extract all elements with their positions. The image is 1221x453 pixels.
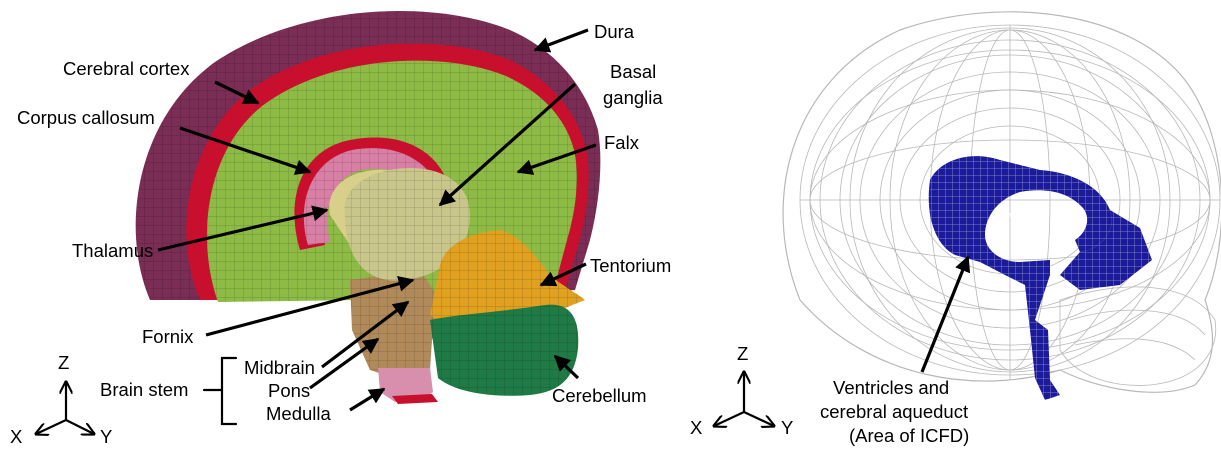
brain-stem-bracket <box>204 358 236 424</box>
right-brain-model <box>783 12 1221 400</box>
right-axis-y-label: Y <box>781 417 793 438</box>
label-tentorium: Tentorium <box>590 255 671 276</box>
label-pons: Pons <box>268 380 310 401</box>
caption-line-2: cerebral aqueduct <box>820 401 968 422</box>
left-axis-z-label: Z <box>58 352 69 373</box>
wireframe-head <box>783 12 1221 392</box>
pointer-dura <box>535 30 588 50</box>
left-axis-x-label: X <box>10 426 22 447</box>
caption-line-3: (Area of ICFD) <box>849 425 969 446</box>
cerebellum <box>430 305 578 396</box>
right-axis-x-label: X <box>690 417 702 438</box>
right-axes: Z X Y <box>690 343 793 438</box>
label-midbrain: Midbrain <box>244 357 315 378</box>
right-axis-z-label: Z <box>737 343 748 364</box>
label-basal-ganglia-line1: Basal <box>610 61 656 82</box>
label-falx: Falx <box>604 132 640 153</box>
label-thalamus: Thalamus <box>72 240 153 261</box>
ventricles <box>929 156 1152 400</box>
label-medulla: Medulla <box>266 403 331 424</box>
label-fornix: Fornix <box>142 326 194 347</box>
left-axes: Z X Y <box>10 352 112 447</box>
ventricles-caption: Ventricles and cerebral aqueduct (Area o… <box>820 377 969 446</box>
caption-line-1: Ventricles and <box>833 377 949 398</box>
label-brain-stem: Brain stem <box>100 379 188 400</box>
left-axis-y-label: Y <box>100 426 112 447</box>
label-corpus-callosum: Corpus callosum <box>17 107 155 128</box>
label-cerebellum: Cerebellum <box>552 385 647 406</box>
label-basal-ganglia-line2: ganglia <box>603 87 663 108</box>
label-cerebral-cortex: Cerebral cortex <box>63 58 190 79</box>
pointer-medulla <box>350 389 384 410</box>
label-dura: Dura <box>594 21 635 42</box>
